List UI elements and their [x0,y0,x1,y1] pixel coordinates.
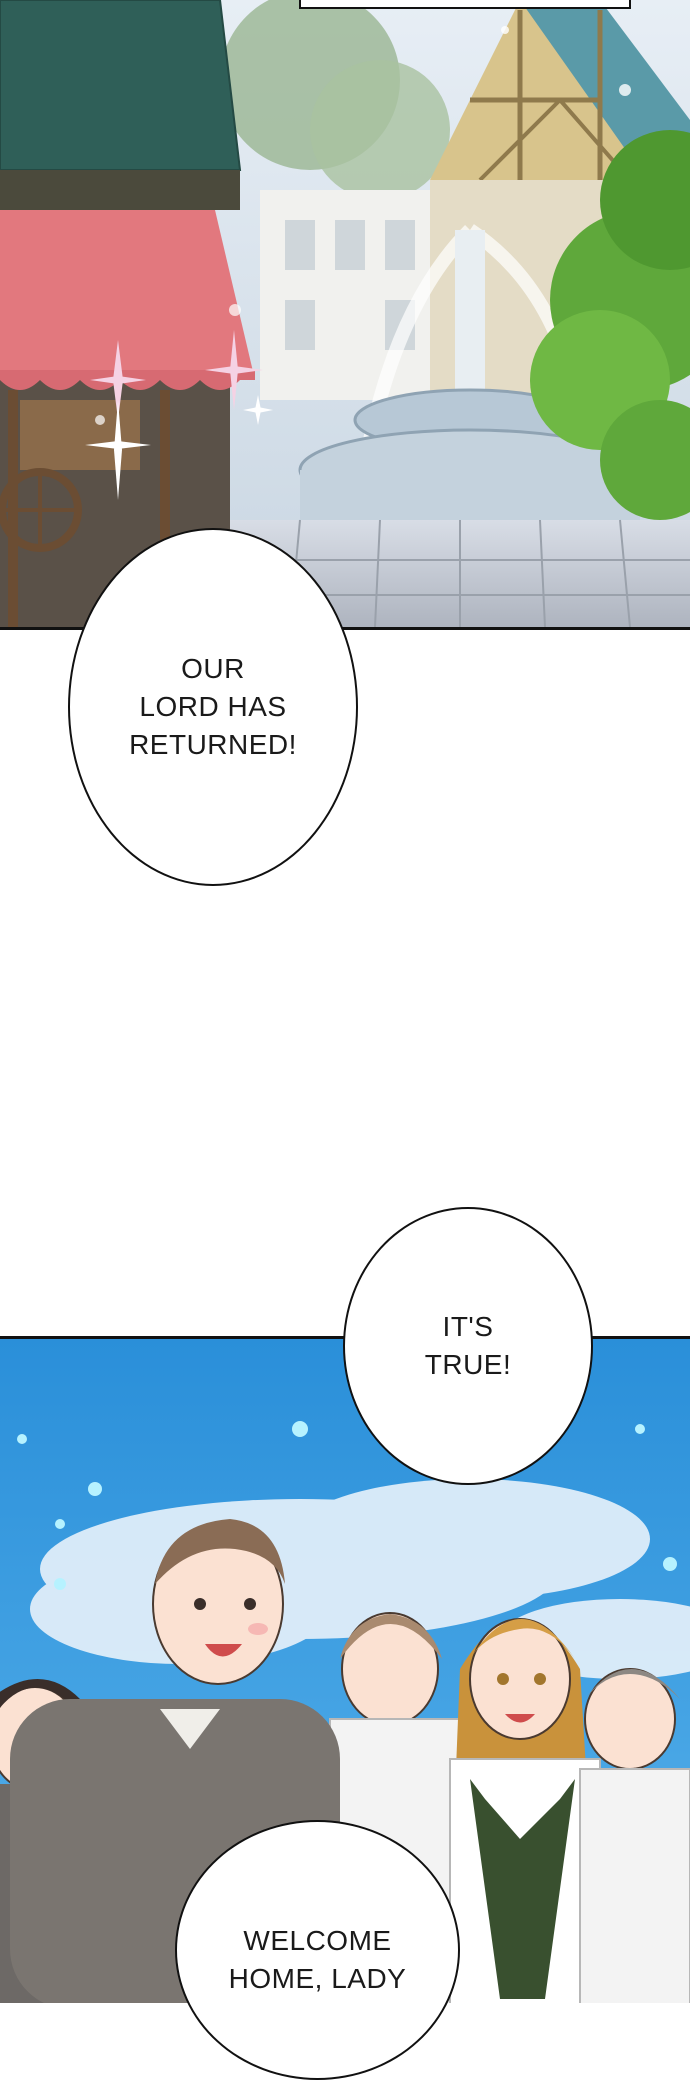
cobblestone-lines [230,519,690,627]
top-panel-frame [299,0,631,9]
town-square-illustration [0,0,690,627]
sky-sparkles [17,1421,677,1590]
speech-bubble-welcome-home: WELCOME HOME, LADY [175,1820,460,2080]
town-square-panel [0,0,690,630]
fountain [298,224,642,530]
background-tree [220,0,450,200]
villager-right [579,1668,690,2003]
red-awning [0,210,255,390]
speech-bubble-text: WELCOME HOME, LADY [228,1925,407,1994]
speech-bubble-our-lord: OUR LORD HAS RETURNED! [68,528,358,886]
foreground-foliage [530,130,690,520]
speech-bubble-text: IT'S TRUE! [424,1311,512,1380]
speech-bubble-text: OUR LORD HAS RETURNED! [129,653,297,760]
villager-girl [449,1618,601,2003]
sparkle-effects [85,26,631,500]
speech-bubble-its-true: IT'S TRUE! [343,1207,593,1485]
